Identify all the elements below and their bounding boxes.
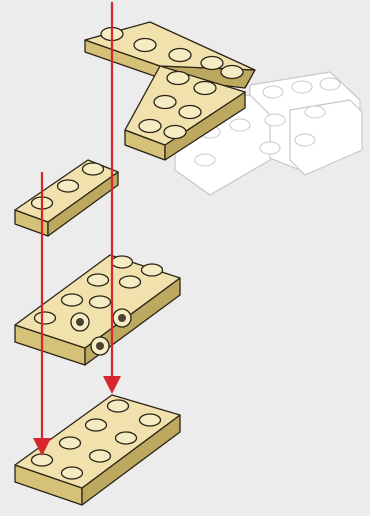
plate-1x3 — [15, 160, 118, 236]
arrowhead-right — [103, 376, 121, 394]
bracket-plate — [15, 255, 180, 365]
